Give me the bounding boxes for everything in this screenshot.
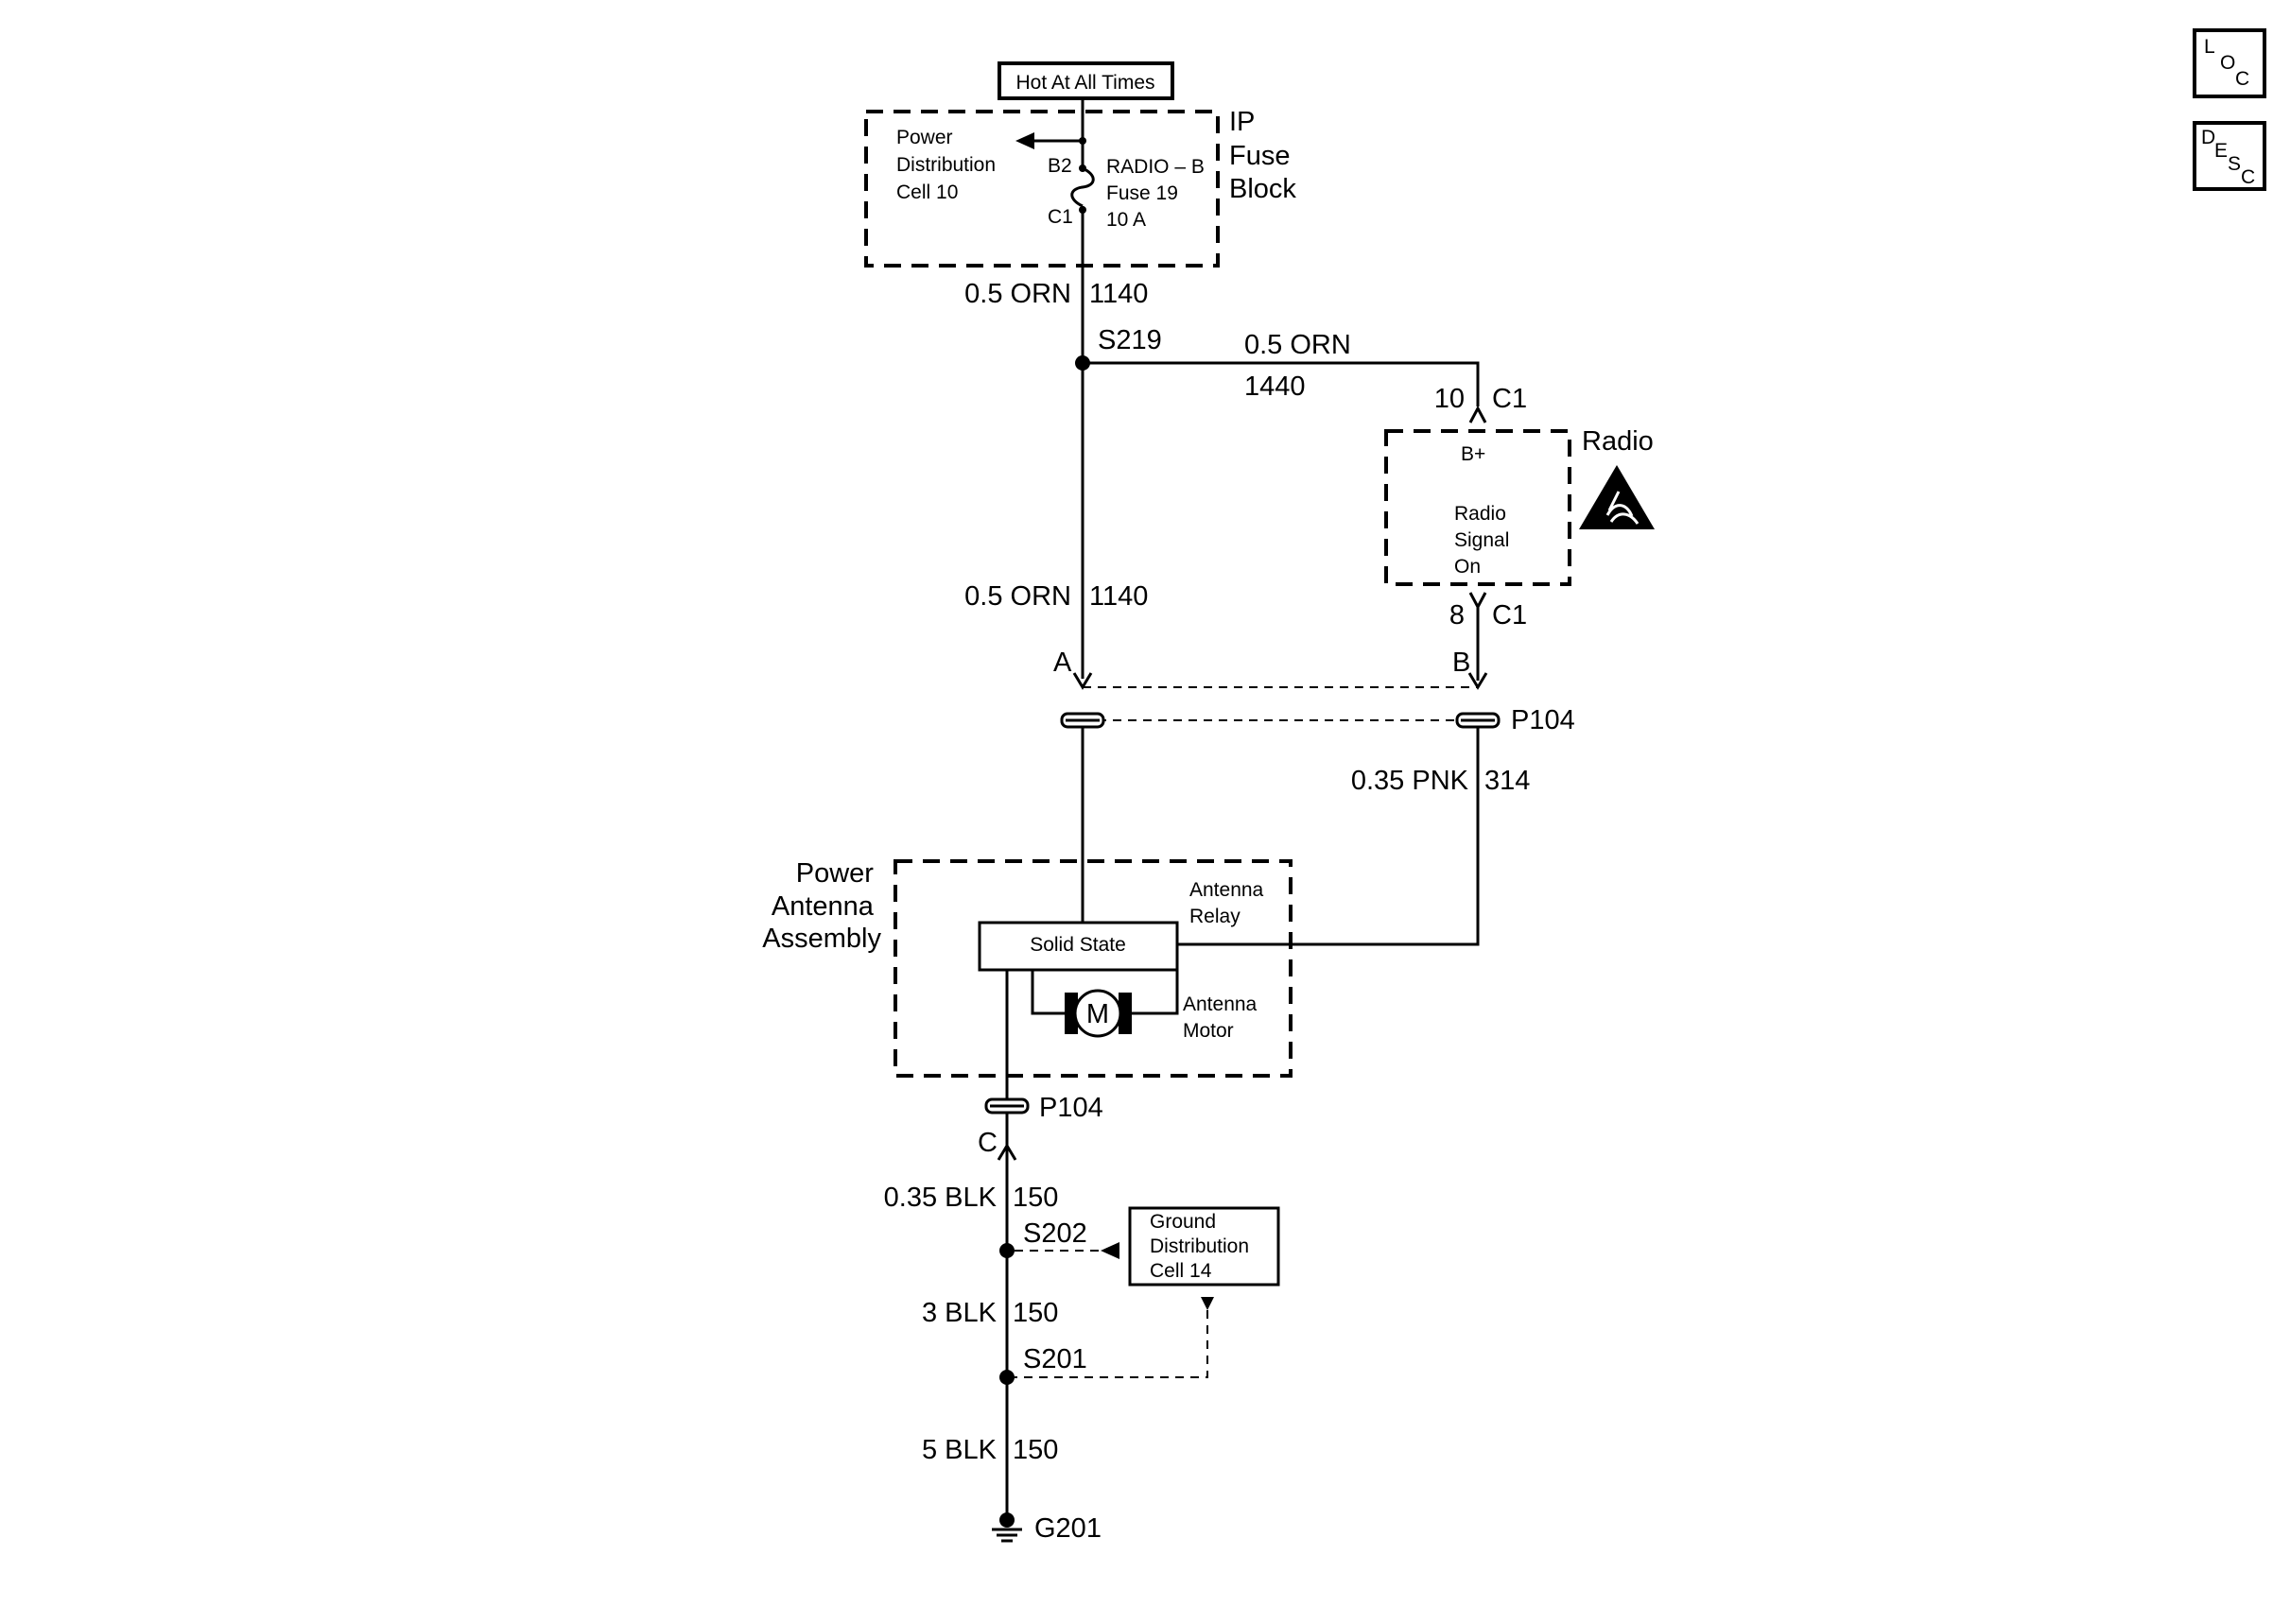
antenna-relay-label: Antenna Relay xyxy=(1189,879,1269,927)
p104-terminal-b xyxy=(1455,712,1501,729)
wire-blk1-circuit: 150 xyxy=(1013,1183,1058,1213)
solid-state-label: Solid State xyxy=(1030,934,1126,956)
wire-blk3-gauge: 5 BLK xyxy=(922,1435,998,1465)
radio-outline xyxy=(1384,429,1571,586)
motor-symbol: M xyxy=(1086,999,1109,1029)
radio-signal-label: Radio Signal On xyxy=(1454,503,1515,578)
splice-s201-dot xyxy=(999,1370,1015,1385)
radio-pin-bottom-connector: C1 xyxy=(1492,600,1527,631)
wire-pnk-gauge: 0.35 PNK xyxy=(1351,766,1469,796)
radio-bplus-label: B+ xyxy=(1461,443,1485,465)
wire-1440-branch xyxy=(1083,361,1480,406)
pin-c1-label: C1 xyxy=(1048,206,1073,228)
wire-mid-circuit: 1140 xyxy=(1089,581,1148,612)
fuse-block-outline xyxy=(864,110,1220,268)
ground-distribution-box xyxy=(1128,1206,1280,1287)
connector-c1-top-icon xyxy=(1468,405,1487,423)
ground-dist-arrow-icon xyxy=(1201,1297,1214,1310)
antenna-motor-label: Antenna Motor xyxy=(1183,993,1262,1042)
wire-mid-gauge: 0.5 ORN xyxy=(964,581,1071,612)
wire-blk3-circuit: 150 xyxy=(1013,1435,1058,1465)
arrow-head-icon xyxy=(1015,132,1034,149)
fuse-terminal-top xyxy=(1079,164,1086,172)
svg-text:E: E xyxy=(2214,140,2228,162)
s202-arrow-icon xyxy=(1101,1242,1119,1259)
desc-button[interactable]: D E S C xyxy=(2193,121,2266,191)
motor-icon xyxy=(1065,989,1132,1038)
wire-top-circuit: 1140 xyxy=(1089,279,1148,309)
radio-title: Radio xyxy=(1582,426,1654,457)
power-distribution-label: Power Distribution Cell 10 xyxy=(896,127,1001,203)
wire-blk1-gauge: 0.35 BLK xyxy=(884,1183,998,1213)
solid-state-box xyxy=(978,921,1179,972)
svg-text:S: S xyxy=(2228,153,2241,175)
radio-pin-top-connector: C1 xyxy=(1492,384,1527,414)
svg-text:C: C xyxy=(2241,166,2255,188)
wire-top-gauge: 0.5 ORN xyxy=(964,279,1071,309)
loc-button[interactable]: L O C xyxy=(2193,28,2266,98)
ground-distribution-label: Ground Distribution Cell 14 xyxy=(1150,1211,1255,1282)
fuse-icon xyxy=(1070,166,1095,208)
esd-warning-icon xyxy=(1579,465,1655,529)
wire-pnk-circuit: 314 xyxy=(1484,766,1530,796)
splice-s201-label: S201 xyxy=(1023,1344,1087,1374)
p104-pin-c-icon xyxy=(997,1143,1017,1161)
connector-c1-bottom-icon xyxy=(1468,592,1487,611)
fuse-19-label: RADIO – B Fuse 19 10 A xyxy=(1106,156,1210,231)
svg-text:O: O xyxy=(2220,52,2235,74)
p104-pin-b: B xyxy=(1452,648,1470,678)
fuse-terminal-b2 xyxy=(1079,137,1086,145)
wire-blk2-gauge: 3 BLK xyxy=(922,1298,998,1328)
ground-dist-to-s201 xyxy=(1015,1310,1208,1378)
ground-icon xyxy=(992,1512,1022,1543)
motor-loop-wire xyxy=(1031,970,1179,1015)
svg-text:D: D xyxy=(2201,127,2215,148)
svg-text:L: L xyxy=(2204,36,2215,58)
hot-at-all-times-label: Hot At All Times xyxy=(1015,72,1154,94)
p104-label-top: P104 xyxy=(1511,705,1575,735)
radio-pin-top: 10 xyxy=(1434,384,1465,414)
p104-pin-a: A xyxy=(1053,648,1072,678)
splice-s202-dot xyxy=(999,1243,1015,1258)
svg-text:C: C xyxy=(2235,68,2249,90)
p104-terminal-a xyxy=(1060,712,1105,729)
fuse-terminal-c1 xyxy=(1079,206,1086,214)
radio-pin-bottom: 8 xyxy=(1449,600,1465,631)
ground-g201-label: G201 xyxy=(1034,1513,1102,1544)
fuse-block-title: IP Fuse Block xyxy=(1229,107,1298,204)
p104-terminal-c xyxy=(984,1097,1030,1114)
pin-b2-label: B2 xyxy=(1048,155,1072,177)
wire-branch-circuit: 1440 xyxy=(1244,371,1306,402)
splice-s202-label: S202 xyxy=(1023,1218,1087,1249)
p104-pin-c: C xyxy=(978,1128,998,1158)
p104-label-bottom: P104 xyxy=(1039,1093,1103,1123)
antenna-assembly-title: Power Antenna Assembly xyxy=(762,858,881,954)
wire-blk2-circuit: 150 xyxy=(1013,1298,1058,1328)
antenna-assembly-outline xyxy=(894,859,1293,1078)
wire-314 xyxy=(1177,727,1480,946)
splice-s219-label: S219 xyxy=(1098,325,1162,355)
wire-branch-gauge: 0.5 ORN xyxy=(1244,330,1351,360)
hot-at-all-times-box xyxy=(998,61,1174,100)
